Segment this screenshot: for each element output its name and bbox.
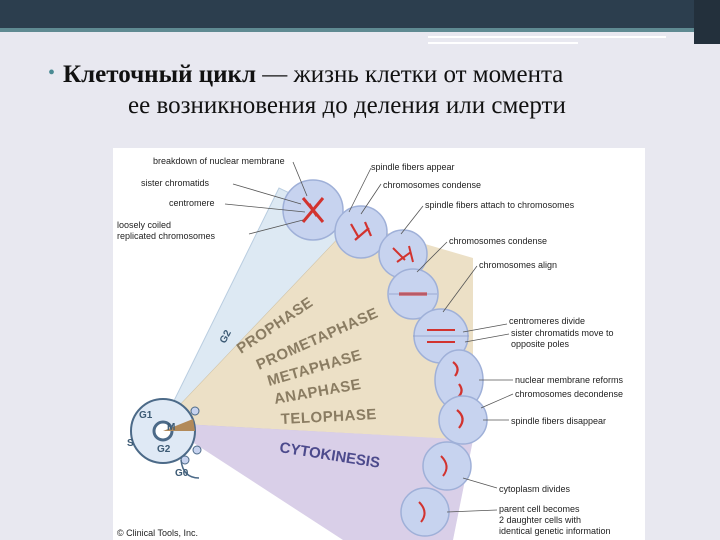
decor-line	[428, 42, 578, 44]
cell-cycle-figure: breakdown of nuclear membrane sister chr…	[113, 148, 645, 540]
cell-cycle-diagram: breakdown of nuclear membrane sister chr…	[117, 156, 624, 540]
label-cytoplasm-divides: cytoplasm divides	[499, 484, 571, 494]
label-sister-chromatids: sister chromatids	[141, 178, 210, 188]
cell-anaphase	[434, 349, 484, 411]
label-nuclear-reforms: nuclear membrane reforms	[515, 375, 624, 385]
cycle-m: M	[167, 422, 175, 433]
cycle-wheel	[130, 398, 202, 479]
cell-prometaphase-1	[334, 205, 388, 259]
header-accent-band	[0, 28, 720, 32]
cell-daughter-1	[422, 441, 472, 491]
label-parent-cell-2: 2 daughter cells with	[499, 515, 581, 525]
label-loosely-coiled: loosely coiled	[117, 220, 171, 230]
label-spindle-attach: spindle fibers attach to chromosomes	[425, 200, 575, 210]
slide-title: • Клеточный цикл — жизнь клетки от момент…	[48, 58, 698, 122]
label-parent-cell-1: parent cell becomes	[499, 504, 580, 514]
label-sister-move-2: opposite poles	[511, 339, 570, 349]
title-line-2: ее возникновения до деления или смерти	[128, 92, 566, 119]
label-chromosomes-condense-1: chromosomes condense	[383, 180, 481, 190]
corner-decoration	[694, 0, 720, 44]
label-replicated-chromosomes: replicated chromosomes	[117, 231, 216, 241]
cycle-s: S	[127, 438, 134, 449]
decor-line	[428, 36, 666, 38]
cell-telophase	[438, 395, 488, 445]
label-chromosomes-decondense: chromosomes decondense	[515, 389, 623, 399]
leader-lines	[224, 161, 514, 513]
label-centromere: centromere	[169, 198, 215, 208]
title-line-1: • Клеточный цикл — жизнь клетки от момент…	[48, 58, 698, 90]
label-sister-move-1: sister chromatids move to	[511, 328, 614, 338]
cycle-g2: G2	[157, 444, 171, 455]
label-parent-cell-3: identical genetic information	[499, 526, 611, 536]
label-chromosomes-condense-2: chromosomes condense	[449, 236, 547, 246]
bullet-icon: •	[48, 62, 56, 84]
label-chromosomes-align: chromosomes align	[479, 260, 557, 270]
cytokinesis-wedge-fill	[163, 423, 473, 540]
title-definition: — жизнь клетки от момента	[255, 61, 564, 88]
copyright-text: © Clinical Tools, Inc.	[117, 528, 198, 538]
cycle-g1: G1	[139, 410, 153, 421]
cell-prophase	[282, 179, 344, 241]
phase-telophase: TELOPHASE	[280, 406, 377, 428]
cell-metaphase-2	[413, 308, 469, 364]
cell-metaphase-1	[387, 268, 439, 320]
cycle-g0: G0	[175, 468, 189, 479]
header-band	[0, 0, 720, 28]
label-breakdown-membrane: breakdown of nuclear membrane	[153, 156, 285, 166]
label-spindle-disappear: spindle fibers disappear	[511, 416, 606, 426]
title-term: Клеточный цикл	[63, 61, 256, 88]
cell-daughter-2	[400, 487, 450, 537]
label-spindle-appear: spindle fibers appear	[371, 162, 455, 172]
label-centromeres-divide: centromeres divide	[509, 316, 585, 326]
